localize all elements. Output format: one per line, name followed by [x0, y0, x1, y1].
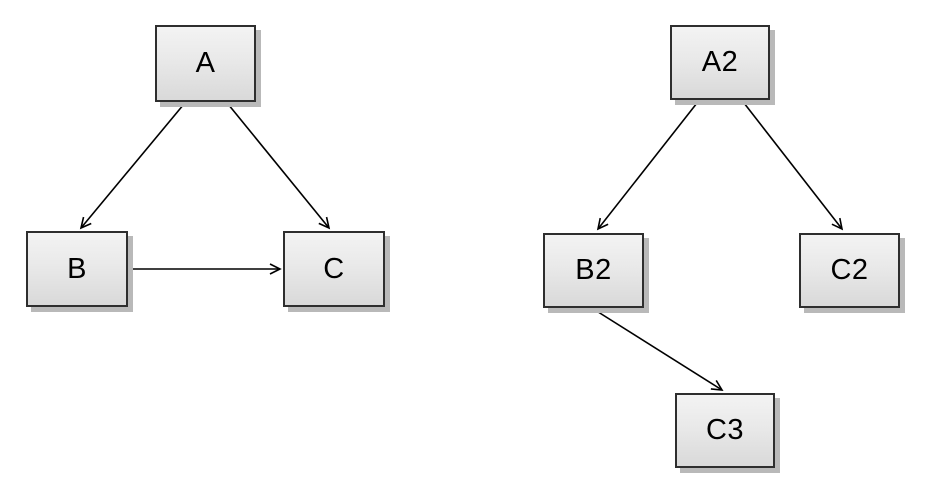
node-A2[interactable]: A2	[670, 25, 770, 100]
node-B-label: B	[67, 252, 87, 285]
node-C2-label: C2	[830, 254, 869, 286]
edge-A-B	[79, 103, 185, 230]
node-B2[interactable]: B2	[543, 233, 644, 308]
edge-A2-C2	[743, 102, 844, 231]
edge-A2-B2	[596, 102, 698, 231]
edge-A-C	[227, 103, 331, 230]
node-C3-label: C3	[705, 414, 745, 446]
edge-B2-C3	[594, 309, 724, 391]
node-C-label: C	[323, 252, 345, 285]
node-C[interactable]: C	[283, 231, 385, 307]
node-A2-label: A2	[701, 46, 739, 78]
node-A[interactable]: A	[155, 25, 256, 102]
node-C2[interactable]: C2	[799, 233, 900, 308]
node-B2-label: B2	[575, 254, 612, 286]
node-A-label: A	[195, 47, 216, 79]
node-B[interactable]: B	[26, 231, 128, 307]
node-C3[interactable]: C3	[675, 393, 775, 468]
